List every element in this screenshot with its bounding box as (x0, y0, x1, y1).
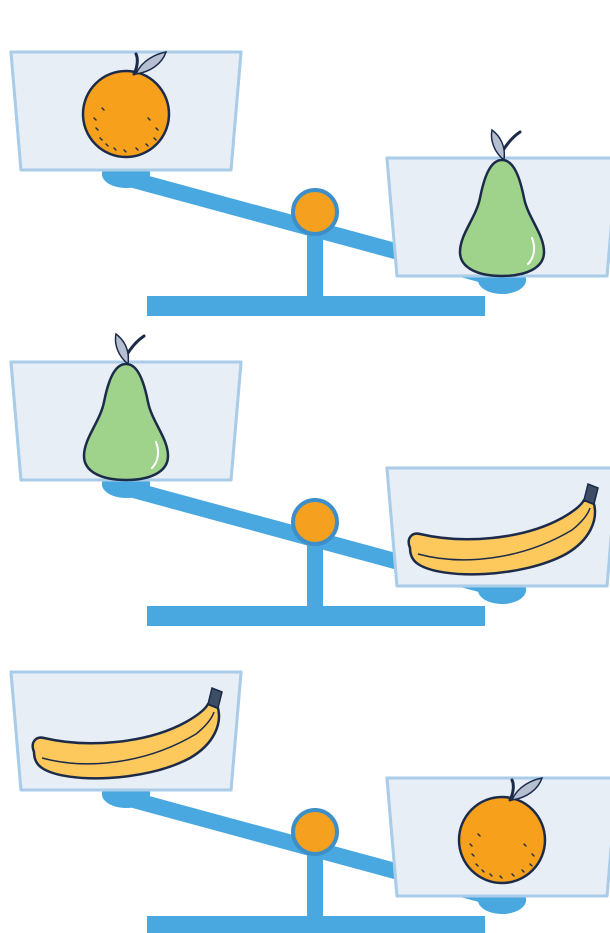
scale-banana-vs-pear (11, 334, 610, 626)
scale-pear-vs-orange (11, 52, 610, 316)
scale-pivot (293, 500, 337, 544)
scale-orange-vs-banana (11, 672, 610, 933)
scale-pivot (293, 810, 337, 854)
scale-pivot (293, 190, 337, 234)
